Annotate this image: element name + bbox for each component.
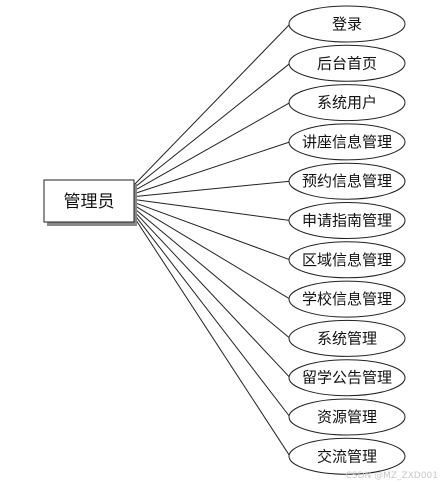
module-2-node: 后台首页 bbox=[288, 44, 406, 82]
module-7-node: 区域信息管理 bbox=[288, 241, 406, 279]
connector-module-11 bbox=[133, 213, 291, 418]
module-12-label: 交流管理 bbox=[317, 447, 377, 465]
module-8-ellipse bbox=[288, 280, 406, 318]
module-11-label: 资源管理 bbox=[317, 408, 377, 426]
module-5-label: 预约信息管理 bbox=[302, 172, 392, 190]
module-9-label: 系统管理 bbox=[317, 329, 377, 347]
connector-module-5 bbox=[133, 180, 291, 198]
module-1-label: 登录 bbox=[332, 15, 362, 33]
module-9-node: 系统管理 bbox=[288, 319, 406, 357]
module-1-ellipse bbox=[288, 5, 406, 43]
connector-module-4 bbox=[133, 141, 291, 195]
connector-module-3 bbox=[133, 102, 291, 192]
module-4-ellipse bbox=[288, 123, 406, 161]
connector-module-2 bbox=[133, 62, 291, 189]
module-5-ellipse bbox=[288, 162, 406, 200]
module-11-node: 资源管理 bbox=[288, 398, 406, 436]
module-10-ellipse bbox=[288, 359, 406, 397]
module-4-label: 讲座信息管理 bbox=[302, 133, 392, 151]
module-3-node: 系统用户 bbox=[288, 84, 406, 122]
module-7-label: 区域信息管理 bbox=[302, 251, 392, 269]
module-9-ellipse bbox=[288, 319, 406, 357]
connector-module-9 bbox=[133, 207, 291, 339]
module-3-label: 系统用户 bbox=[317, 94, 377, 112]
module-7-ellipse bbox=[288, 241, 406, 279]
module-8-label: 学校信息管理 bbox=[302, 290, 392, 308]
root-node: 管理员 bbox=[43, 179, 137, 226]
module-5-node: 预约信息管理 bbox=[288, 162, 406, 200]
module-12-ellipse bbox=[288, 437, 406, 475]
module-10-node: 留学公告管理 bbox=[288, 359, 406, 397]
module-12-node: 交流管理 bbox=[288, 437, 406, 475]
module-1-node: 登录 bbox=[288, 5, 406, 43]
module-nodes: 登录后台首页系统用户讲座信息管理预约信息管理申请指南管理区域信息管理学校信息管理… bbox=[288, 5, 406, 475]
module-6-node: 申请指南管理 bbox=[288, 202, 406, 239]
module-4-node: 讲座信息管理 bbox=[288, 123, 406, 161]
module-2-ellipse bbox=[288, 44, 406, 82]
module-6-ellipse bbox=[288, 202, 406, 239]
connector-module-6 bbox=[133, 199, 291, 221]
root-box bbox=[43, 179, 135, 223]
module-6-label: 申请指南管理 bbox=[302, 212, 392, 230]
connector-module-10 bbox=[133, 210, 291, 379]
connector-module-1 bbox=[133, 23, 291, 186]
watermark: CSDN @MZ_ZXD001 bbox=[346, 471, 438, 481]
module-8-node: 学校信息管理 bbox=[288, 280, 406, 318]
module-11-ellipse bbox=[288, 398, 406, 436]
root-label: 管理员 bbox=[64, 192, 115, 212]
module-3-ellipse bbox=[288, 84, 406, 122]
connector-module-12 bbox=[133, 216, 291, 457]
module-10-label: 留学公告管理 bbox=[302, 369, 392, 387]
module-2-label: 后台首页 bbox=[317, 54, 377, 72]
connector-module-7 bbox=[133, 201, 291, 261]
connector-lines bbox=[133, 23, 291, 457]
connector-module-8 bbox=[133, 204, 291, 300]
